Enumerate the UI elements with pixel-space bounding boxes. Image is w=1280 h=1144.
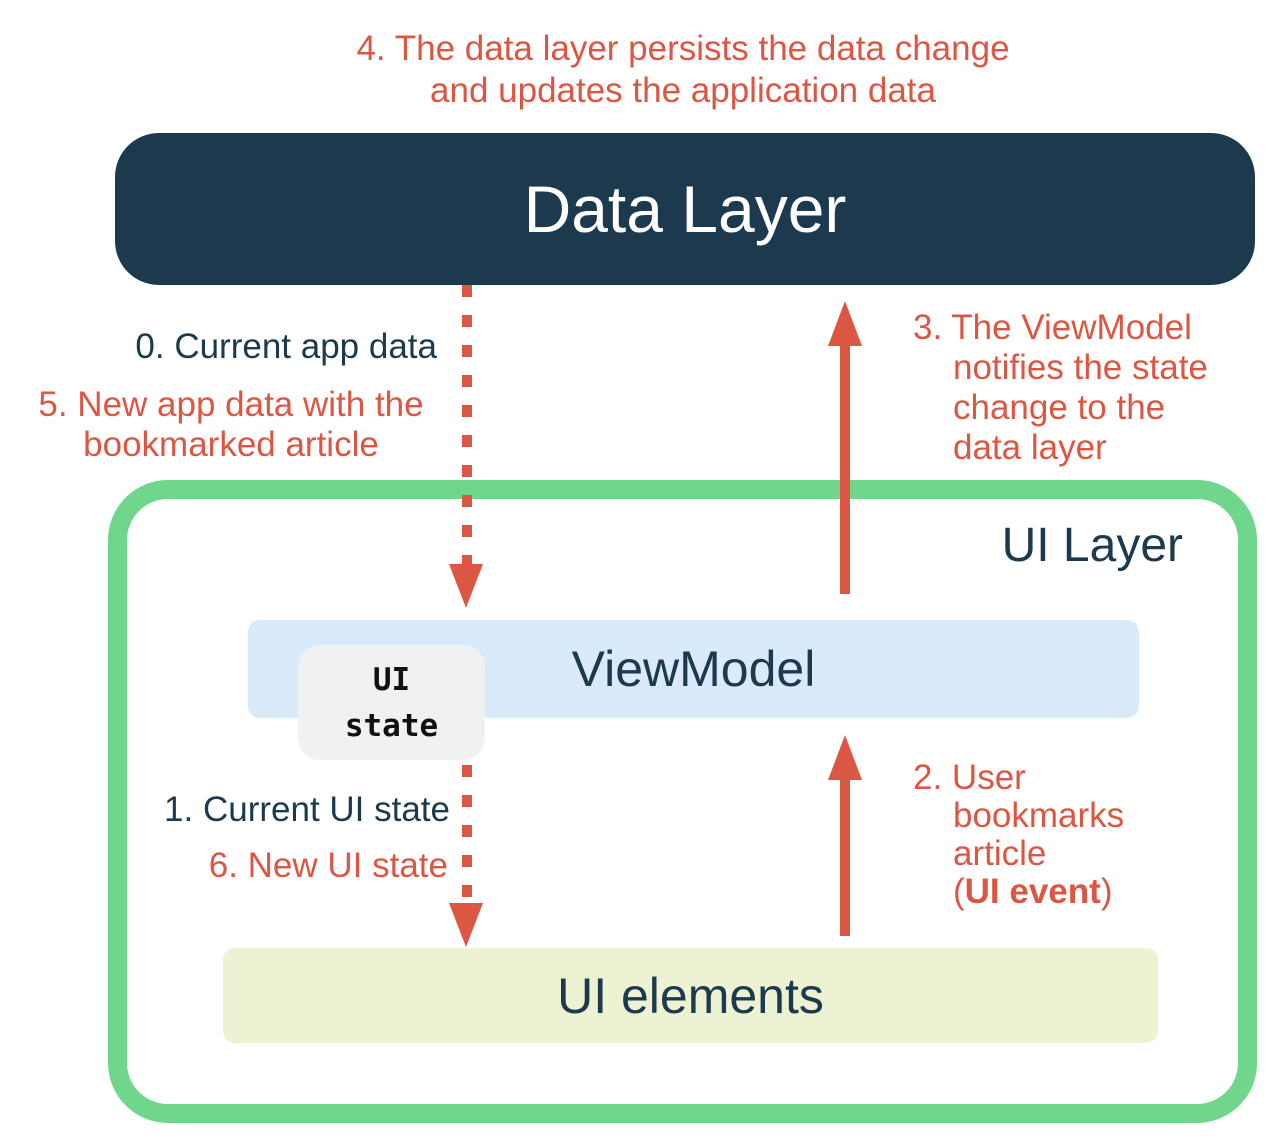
ui-state-line2: state (344, 707, 439, 744)
arrow-viewmodel-to-datalayer-shaft (840, 344, 850, 594)
annotation-step2-line1: 2. User (913, 758, 1026, 797)
annotation-step4: 4. The data layer persists the data chan… (283, 28, 1083, 112)
ui-state-chip: UI state (298, 645, 485, 760)
arrow-ui-to-viewmodel-head (828, 735, 862, 780)
annotation-step2: 2. User bookmarks article (UI event) (913, 759, 1253, 911)
annotation-step3-line3: change to the (953, 388, 1166, 427)
data-layer-box: Data Layer (115, 133, 1255, 285)
dashed-arrowhead-viewmodel (449, 564, 483, 608)
ui-layer-frame (108, 480, 1257, 1123)
annotation-step6: 6. New UI state (208, 846, 448, 885)
dashed-arrow-data-to-viewmodel (462, 285, 472, 568)
annotation-step4-line1: 4. The data layer persists the data chan… (356, 29, 1010, 68)
annotation-step3-line1: 3. The ViewModel (913, 308, 1192, 347)
annotation-step5: 5. New app data with the bookmarked arti… (25, 385, 437, 465)
annotation-step5-line1: 5. New app data with the (38, 385, 424, 424)
data-layer-label: Data Layer (523, 172, 847, 246)
annotation-step0: 0. Current app data (135, 327, 437, 366)
ui-state-line1: UI (372, 661, 411, 698)
ui-event-bold: UI event (964, 872, 1101, 911)
annotation-step2-line3: article (953, 834, 1047, 873)
arrow-ui-to-viewmodel-shaft (840, 778, 850, 936)
annotation-step4-line2: and updates the application data (430, 71, 936, 110)
dashed-arrow-viewmodel-to-ui (462, 765, 472, 901)
annotation-step2-line4: (UI event) (953, 872, 1113, 911)
ui-elements-box: UI elements (223, 948, 1158, 1043)
dashed-arrowhead-ui-elements (449, 903, 483, 947)
ui-elements-label: UI elements (557, 967, 824, 1024)
annotation-step5-line2: bookmarked article (83, 425, 379, 464)
annotation-step3-line4: data layer (953, 428, 1107, 467)
annotation-step2-line2: bookmarks (953, 796, 1125, 835)
annotation-step3: 3. The ViewModel notifies the state chan… (913, 308, 1280, 468)
viewmodel-box: ViewModel (248, 620, 1139, 718)
annotation-step3-line2: notifies the state (953, 348, 1208, 387)
annotation-step1: 1. Current UI state (164, 790, 450, 829)
arrow-viewmodel-to-datalayer-head (828, 301, 862, 346)
viewmodel-label: ViewModel (571, 641, 816, 697)
ui-layer-label: UI Layer (1001, 519, 1183, 572)
